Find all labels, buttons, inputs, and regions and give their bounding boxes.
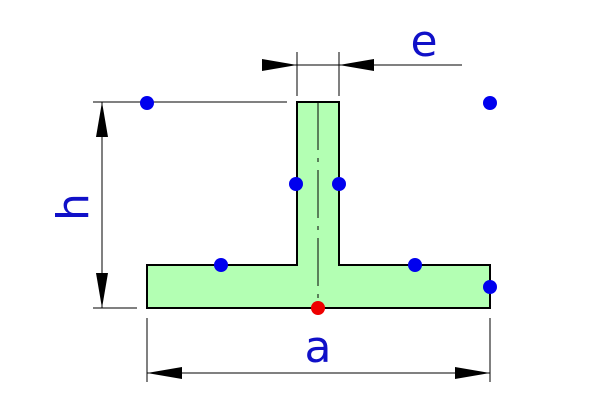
handle-point-flange-left[interactable] [214,258,228,272]
dimension-label-a: a [305,322,332,373]
dimension-e: e [262,16,462,96]
arrow-right-icon [262,59,297,71]
handle-point-flange-end[interactable] [483,280,497,294]
dimension-label-h: h [48,193,99,221]
arrow-left-icon [147,367,182,379]
dimension-label-e: e [410,16,437,67]
handle-point-top-left[interactable] [140,96,154,110]
dimension-a: a [146,318,491,382]
handle-points [140,96,497,294]
arrow-down-icon [96,273,108,308]
arrow-up-icon [96,102,108,137]
arrow-left-icon [339,59,374,71]
dimension-h: h [48,101,287,309]
handle-point-flange-right[interactable] [408,258,422,272]
handle-point-web-right[interactable] [332,177,346,191]
base-point[interactable] [311,301,325,315]
handle-point-web-left[interactable] [289,177,303,191]
handle-point-top-right[interactable] [483,96,497,110]
arrow-right-icon [455,367,490,379]
